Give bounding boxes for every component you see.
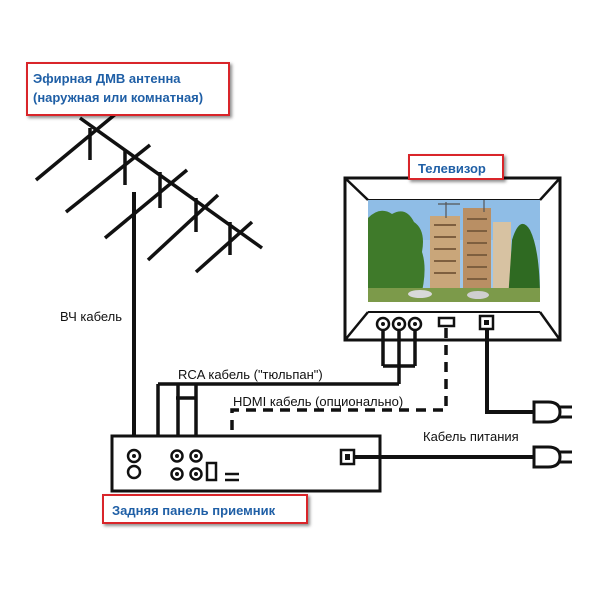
rf-cable-label: ВЧ кабель <box>60 309 123 324</box>
receiver-callout: Задняя панель приемник <box>102 494 308 524</box>
antenna-icon <box>34 110 264 274</box>
power-plug-icon <box>532 400 572 424</box>
tv-power-cable <box>485 329 534 414</box>
receiver-back-panel <box>110 434 382 493</box>
rca-cable-label: RCA кабель ("тюльпан") <box>178 367 323 382</box>
antenna-title-line2: (наружная или комнатная) <box>33 90 204 105</box>
receiver-title: Задняя панель приемник <box>112 503 276 518</box>
city-photo <box>368 200 540 302</box>
tv-rca-port-centers <box>381 322 417 326</box>
receiver-hdmi-port <box>225 472 239 482</box>
power-plug-icon <box>532 445 572 469</box>
antenna-callout: Эфирная ДМВ антенна (наружная или комнат… <box>26 62 230 116</box>
hdmi-cable-label: HDMI кабель (опционально) <box>233 394 404 409</box>
tv-hdmi-port <box>437 316 456 328</box>
antenna-title-line1: Эфирная ДМВ антенна <box>33 71 181 86</box>
tv-callout: Телевизор <box>408 154 504 180</box>
power-cable-label: Кабель питания <box>423 429 519 444</box>
tv-title: Телевизор <box>418 161 486 176</box>
